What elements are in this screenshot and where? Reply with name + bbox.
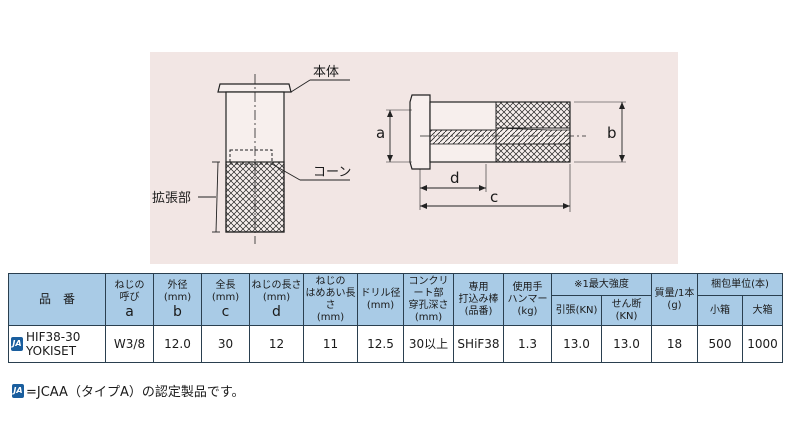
right-view [409, 94, 586, 170]
header-thread-engagement: ねじの はめあい長さ (mm) [303, 273, 358, 326]
anchor-drawing: 本体 コーン 拡張部 a b [152, 65, 626, 244]
footnote-text: =JCAA（タイプA）の認定製品です。 [26, 385, 245, 400]
header-packaging-group: 梱包単位(本) [697, 273, 783, 296]
footnote: JA =JCAA（タイプA）の認定製品です。 [12, 381, 245, 400]
cell-name: JA HIF38-30 YOKISET [8, 325, 106, 363]
cell-large-box: 1000 [742, 325, 783, 363]
spec-table: 品 番 ねじの 呼び a 外径 (mm) b 全長 (mm) c ねじの長さ (… [8, 273, 783, 363]
table-row: JA HIF38-30 YOKISET W3/8 12.0 30 12 11 1… [8, 325, 783, 363]
header-tension: 引張(KN) [551, 295, 602, 326]
header-outer-diameter: 外径 (mm) b [153, 273, 202, 326]
header-driving-rod: 専用 打込み棒 (品番) [453, 273, 504, 326]
product-set: YOKISET [26, 344, 77, 358]
header-strength-group: ※1最大強度 [551, 273, 652, 296]
header-hole-depth: コンクリート部 穿孔深さ (mm) [403, 273, 454, 326]
cell-thread-size: W3/8 [105, 325, 154, 363]
cell-thread-length: 12 [249, 325, 304, 363]
jcaa-icon: JA [12, 383, 24, 398]
cell-small-box: 500 [697, 325, 743, 363]
dim-b-label: b [607, 124, 617, 142]
cell-driving-rod: SHiF38 [453, 325, 504, 363]
dim-c-label: c [490, 188, 498, 206]
anchor-diagram: 本体 コーン 拡張部 a b [150, 52, 678, 264]
label-expansion: 拡張部 [152, 191, 191, 206]
cell-outer-diameter: 12.0 [153, 325, 202, 363]
header-small-box: 小箱 [697, 295, 743, 326]
cell-total-length: 30 [201, 325, 250, 363]
header-name: 品 番 [8, 273, 106, 326]
header-thread-size: ねじの 呼び a [105, 273, 154, 326]
dim-d-label: d [450, 169, 460, 187]
header-hammer: 使用手 ハンマー (kg) [503, 273, 552, 326]
header-weight: 質量/1本 (g) [651, 273, 698, 326]
cell-weight: 18 [651, 325, 698, 363]
left-view [198, 74, 350, 244]
header-large-box: 大箱 [742, 295, 783, 326]
header-total-length: 全長 (mm) c [201, 273, 250, 326]
header-shear: せん断(KN) [601, 295, 652, 326]
cell-hole-depth: 30以上 [403, 325, 454, 363]
label-cone: コーン [313, 165, 351, 180]
jcaa-icon: JA [11, 337, 23, 351]
cell-shear: 13.0 [601, 325, 652, 363]
dim-a-label: a [376, 124, 385, 142]
header-drill-diameter: ドリル径 (mm) [357, 273, 404, 326]
cell-tension: 13.0 [551, 325, 602, 363]
cell-hammer: 1.3 [503, 325, 552, 363]
header-thread-length: ねじの長さ (mm) d [249, 273, 304, 326]
cell-thread-engagement: 11 [303, 325, 358, 363]
product-code: HIF38-30 [26, 330, 81, 344]
label-body: 本体 [313, 65, 339, 80]
cell-drill-diameter: 12.5 [357, 325, 404, 363]
